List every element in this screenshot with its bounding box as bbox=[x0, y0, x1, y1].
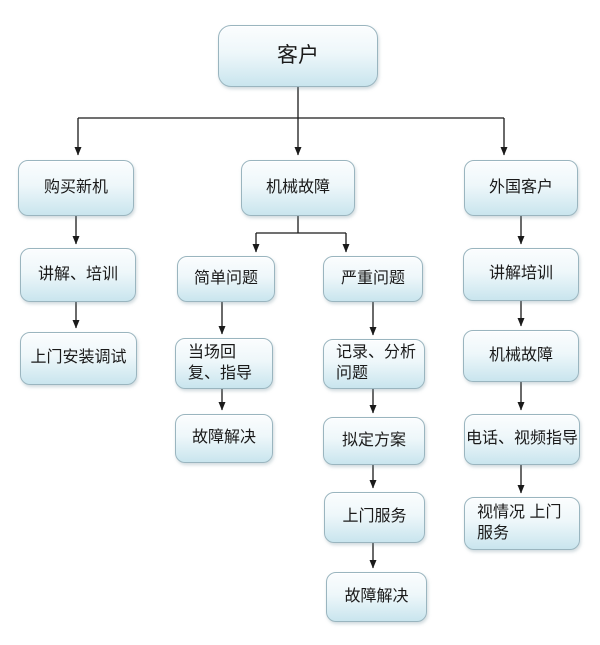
node-phone-video-guide: 电话、视频指导 bbox=[464, 414, 580, 465]
node-draft-plan: 拟定方案 bbox=[323, 417, 425, 465]
node-fault-solved-serious: 故障解决 bbox=[326, 572, 427, 622]
node-onsite-service: 上门服务 bbox=[324, 492, 425, 543]
node-serious-problem: 严重问题 bbox=[323, 256, 423, 302]
node-fault-solved-simple: 故障解决 bbox=[175, 414, 273, 463]
node-explain-training: 讲解、培训 bbox=[20, 248, 136, 302]
node-onsite-install-debug: 上门安装调试 bbox=[20, 332, 137, 385]
node-foreign-customer: 外国客户 bbox=[464, 160, 578, 216]
node-foreign-explain-training: 讲解培训 bbox=[463, 248, 579, 301]
node-mechanical-failure: 机械故障 bbox=[241, 160, 355, 216]
node-foreign-mechanical-failure: 机械故障 bbox=[463, 330, 579, 382]
node-situational-onsite-service: 视情况 上门服务 bbox=[464, 497, 580, 550]
node-record-analyze-problem: 记录、分析问题 bbox=[323, 339, 425, 389]
node-onsite-reply-guide: 当场回复、指导 bbox=[175, 338, 273, 389]
node-buy-new-machine: 购买新机 bbox=[18, 160, 134, 216]
node-simple-problem: 简单问题 bbox=[177, 256, 275, 302]
node-customer: 客户 bbox=[218, 25, 378, 87]
